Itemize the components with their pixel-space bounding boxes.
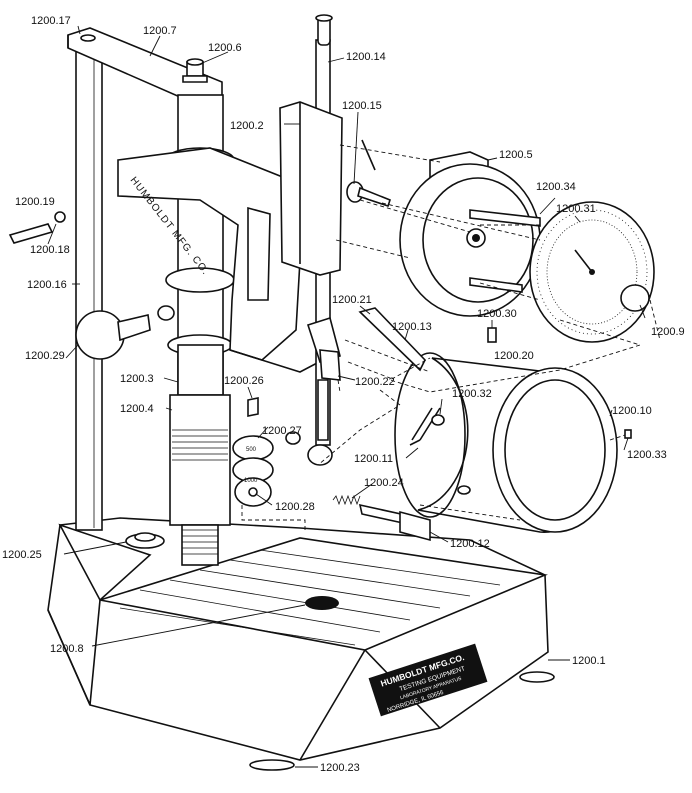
callout-labels: 1200.17 1200.7 1200.6 1200.14 1200.15 12… — [2, 15, 685, 774]
label-1200-12: 1200.12 — [450, 538, 490, 550]
foot-1200-23 — [249, 759, 295, 771]
label-1200-21: 1200.21 — [332, 294, 372, 306]
dial-housing-1200-5 — [399, 151, 541, 317]
weight-1: 500 — [246, 447, 257, 453]
pinion-1200-15 — [346, 139, 391, 208]
label-1200-24: 1200.24 — [364, 477, 404, 489]
label-1200-26: 1200.26 — [224, 375, 264, 387]
label-1200-16: 1200.16 — [27, 279, 67, 291]
spring-1200-24 — [332, 494, 361, 506]
weights-1200-27: 500 1000 — [232, 435, 274, 507]
label-1200-5: 1200.5 — [499, 149, 533, 161]
label-1200-29: 1200.29 — [25, 350, 65, 362]
rear-post-1200-16 — [75, 39, 103, 531]
label-1200-1: 1200.1 — [572, 655, 606, 667]
dial-face-1200-31 — [529, 201, 655, 343]
label-1200-31: 1200.31 — [556, 203, 596, 215]
label-1200-8: 1200.8 — [50, 643, 84, 655]
label-1200-3: 1200.3 — [120, 373, 154, 385]
leader-lines — [47, 25, 646, 768]
label-1200-17: 1200.17 — [31, 15, 71, 27]
label-1200-10: 1200.10 — [612, 405, 652, 417]
label-1200-19: 1200.19 — [15, 196, 55, 208]
label-1200-11: 1200.11 — [354, 453, 393, 465]
label-1200-2: 1200.2 — [230, 120, 264, 132]
label-1200-30: 1200.30 — [477, 308, 517, 320]
label-1200-6: 1200.6 — [208, 42, 242, 54]
label-1200-34: 1200.34 — [536, 181, 576, 193]
label-1200-7: 1200.7 — [143, 25, 177, 37]
screw-1200-33 — [624, 429, 632, 439]
nut-1200-6 — [182, 58, 208, 83]
lever-1200-13 — [358, 307, 426, 372]
screw-1200-30 — [487, 327, 497, 343]
label-1200-25: 1200.25 — [2, 549, 42, 561]
label-1200-15: 1200.15 — [342, 100, 382, 112]
weight-2: 1000 — [244, 478, 258, 484]
label-1200-33: 1200.33 — [627, 449, 667, 461]
label-1200-14: 1200.14 — [346, 51, 386, 63]
label-1200-23: 1200.23 — [320, 762, 360, 774]
screw-1200-32 — [431, 414, 445, 426]
label-1200-4: 1200.4 — [120, 403, 154, 415]
micrometer-sleeve-1200-4 — [169, 344, 231, 566]
mount-plate-1200-2 — [279, 101, 343, 276]
label-1200-13: 1200.13 — [392, 321, 432, 333]
washer-1200-19 — [54, 211, 66, 223]
top-bar-1200-7 — [67, 27, 223, 105]
label-1200-20: 1200.20 — [494, 350, 534, 362]
screw-1200-18 — [8, 223, 54, 244]
label-1200-28: 1200.28 — [275, 501, 315, 513]
label-1200-9: 1200.9 — [651, 326, 685, 338]
assembly-lines — [241, 144, 661, 530]
pin-1200-12 — [399, 510, 431, 542]
screw-1200-26 — [247, 397, 259, 417]
center-hole-1200-8 — [305, 596, 339, 610]
screw-1200-34 — [469, 209, 541, 227]
label-1200-22: 1200.22 — [355, 376, 395, 388]
label-1200-27: 1200.27 — [262, 425, 302, 437]
base-1200-1 — [47, 517, 555, 771]
fork-1200-11 — [409, 407, 441, 446]
guard-ring-1200-10 — [394, 352, 618, 533]
foot-1200-1 — [519, 671, 555, 683]
knob-1200-29 — [75, 310, 125, 360]
knob-1200-9 — [620, 284, 650, 312]
label-1200-32: 1200.32 — [452, 388, 492, 400]
label-1200-18: 1200.18 — [30, 244, 70, 256]
screw-1200-34b — [469, 277, 523, 293]
